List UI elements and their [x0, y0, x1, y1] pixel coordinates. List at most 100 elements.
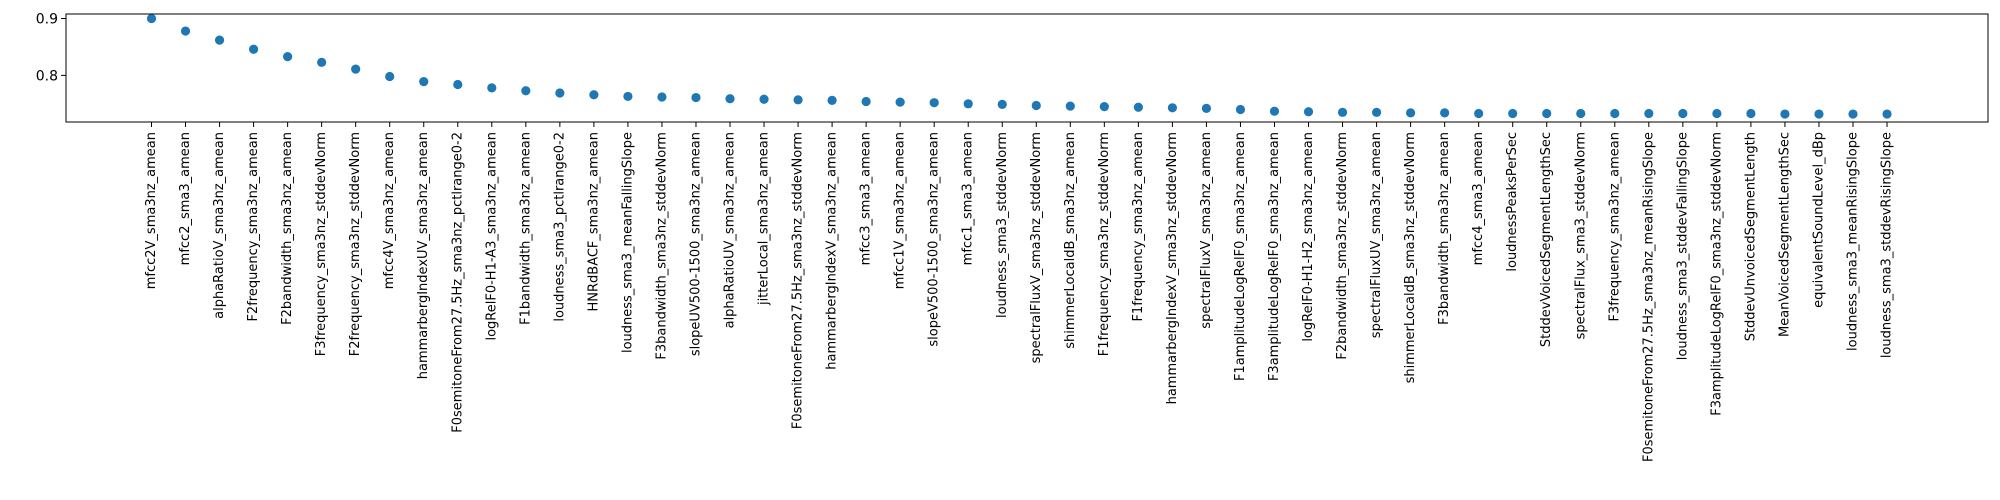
- data-point: [453, 79, 463, 90]
- data-point: [1337, 107, 1348, 117]
- data-point: [895, 97, 905, 107]
- plot-frame: [65, 13, 1989, 123]
- data-point: [521, 86, 531, 96]
- x-axis: mfcc2V_sma3nz_amean mfcc2_sma3_amean alpha…: [144, 122, 1895, 462]
- data-point: [997, 99, 1007, 109]
- data-point: [1508, 108, 1518, 119]
- x-tick-label: spectralFluxV_sma3nz_stddevNorm: [1029, 132, 1044, 363]
- data-point: [1031, 100, 1041, 111]
- data-point: [1371, 107, 1382, 117]
- data-point: [1099, 102, 1109, 112]
- points-layer: [146, 13, 1892, 119]
- x-tick-label: loudness_sma3_meanFallingSlope: [620, 132, 635, 353]
- data-point: [1610, 108, 1620, 119]
- x-tick-label: loudness_sma3_stddevFallingSlope: [1675, 132, 1690, 360]
- x-tick-label: shimmerLocaldB_sma3nz_stddevNorm: [1403, 132, 1418, 383]
- x-tick-label: loudness_sma3_meanRisingSlope: [1846, 132, 1861, 351]
- data-point: [419, 77, 429, 87]
- data-point: [180, 26, 191, 36]
- x-tick-label: F0semitoneFrom27.5Hz_sma3nz_meanRisingSl…: [1641, 132, 1656, 462]
- data-point: [1882, 109, 1892, 119]
- x-tick-label: alphaRatioUV_sma3nz_amean: [723, 132, 738, 328]
- data-point: [555, 88, 565, 98]
- data-point: [487, 83, 497, 93]
- x-tick-label: HNRdBACF_sma3nz_amean: [586, 132, 601, 312]
- x-tick-label: hammarbergIndexV_sma3nz_stddevNorm: [1165, 132, 1180, 404]
- x-tick-label: F2bandwidth_sma3nz_stddevNorm: [1335, 132, 1350, 360]
- data-point: [929, 98, 939, 108]
- x-tick-label: MeanVoicedSegmentLengthSec: [1777, 132, 1792, 337]
- x-tick-label: mfcc2V_sma3nz_amean: [144, 132, 159, 289]
- data-point: [1644, 108, 1654, 119]
- x-tick-label: jitterLocal_sma3nz_amean: [757, 132, 772, 306]
- x-tick-label: mfcc1_sma3_amean: [961, 132, 976, 265]
- data-point: [1542, 108, 1552, 119]
- data-point: [657, 92, 667, 102]
- data-point: [725, 94, 735, 104]
- data-point: [1678, 108, 1688, 119]
- data-point: [1133, 102, 1143, 112]
- x-tick-label: hammarbergIndexV_sma3nz_amean: [825, 132, 840, 370]
- x-tick-label: StddevVoicedSegmentLengthSec: [1539, 132, 1554, 347]
- data-point: [861, 96, 871, 107]
- y-tick-label: 0.9: [36, 12, 58, 28]
- data-point: [1406, 108, 1416, 118]
- x-tick-label: alphaRatioV_sma3nz_amean: [212, 132, 227, 319]
- x-tick-label: F3amplitudeLogRelF0_sma3nz_amean: [1267, 132, 1282, 381]
- x-tick-label: spectralFluxV_sma3nz_amean: [1199, 132, 1214, 329]
- x-tick-label: spectralFlux_sma3_stddevNorm: [1573, 132, 1588, 339]
- data-point: [1814, 109, 1824, 119]
- x-tick-label: mfcc4V_sma3nz_amean: [382, 132, 397, 289]
- x-tick-label: StddevUnvoicedSegmentLength: [1743, 132, 1758, 341]
- data-point: [1440, 108, 1450, 118]
- data-point: [759, 94, 769, 104]
- x-tick-label: F3bandwidth_sma3nz_amean: [1437, 132, 1452, 325]
- data-point: [317, 57, 327, 67]
- data-point: [1712, 108, 1722, 119]
- x-tick-label: F3bandwidth_sma3nz_stddevNorm: [654, 132, 669, 360]
- data-point: [1576, 108, 1586, 119]
- x-tick-label: F3frequency_sma3nz_amean: [1607, 132, 1622, 322]
- x-tick-label: F2frequency_sma3nz_stddevNorm: [348, 132, 363, 356]
- x-tick-label: slopeUV500-1500_sma3nz_amean: [688, 132, 703, 356]
- data-point: [283, 52, 293, 62]
- data-point: [385, 71, 395, 82]
- x-tick-label: hammarbergIndexUV_sma3nz_amean: [416, 132, 431, 379]
- x-tick-label: F1frequency_sma3nz_amean: [1131, 132, 1146, 322]
- data-point: [1201, 103, 1212, 113]
- x-tick-label: F0semitoneFrom27.5Hz_sma3nz_pctlrange0-2: [450, 132, 465, 433]
- data-point: [1848, 109, 1858, 119]
- data-point: [1780, 109, 1790, 119]
- x-tick-label: F3amplitudeLogRelF0_sma3nz_stddevNorm: [1709, 132, 1724, 416]
- x-tick-label: F1frequency_sma3nz_stddevNorm: [1097, 132, 1112, 356]
- x-tick-label: loudness_sma3_stddevRisingSlope: [1880, 132, 1895, 358]
- x-tick-label: slopeV500-1500_sma3nz_amean: [927, 132, 942, 347]
- data-point: [1235, 104, 1246, 115]
- data-point: [623, 91, 633, 102]
- x-tick-label: mfcc2_sma3_amean: [178, 132, 193, 265]
- data-point: [1269, 106, 1280, 116]
- x-tick-label: F1amplitudeLogRelF0_sma3nz_amean: [1233, 132, 1248, 381]
- y-tick-label: 0.8: [36, 68, 58, 84]
- data-point: [827, 95, 837, 105]
- x-tick-label: logRelF0-H1-A3_sma3nz_amean: [484, 132, 499, 341]
- data-point: [214, 35, 225, 45]
- x-tick-label: spectralFluxUV_sma3nz_amean: [1369, 132, 1384, 338]
- x-tick-label: F0semitoneFrom27.5Hz_sma3nz_stddevNorm: [791, 132, 806, 429]
- data-point: [1746, 108, 1756, 119]
- data-point: [248, 44, 259, 54]
- x-tick-label: loudnessPeaksPerSec: [1505, 132, 1520, 272]
- x-tick-label: shimmerLocaldB_sma3nz_amean: [1063, 132, 1078, 349]
- x-tick-label: logRelF0-H1-H2_sma3nz_amean: [1301, 132, 1316, 342]
- data-point: [1065, 101, 1075, 111]
- data-point: [963, 99, 973, 109]
- data-point: [351, 64, 361, 74]
- x-tick-label: F2frequency_sma3nz_amean: [246, 132, 261, 322]
- x-tick-label: F3frequency_sma3nz_stddevNorm: [314, 132, 329, 356]
- x-tick-label: mfcc3_sma3_amean: [859, 132, 874, 265]
- data-point: [691, 92, 701, 103]
- y-axis: 0.8 0.9: [36, 12, 66, 84]
- data-point: [793, 95, 803, 105]
- x-tick-label: equivalentSoundLevel_dBp: [1811, 132, 1826, 308]
